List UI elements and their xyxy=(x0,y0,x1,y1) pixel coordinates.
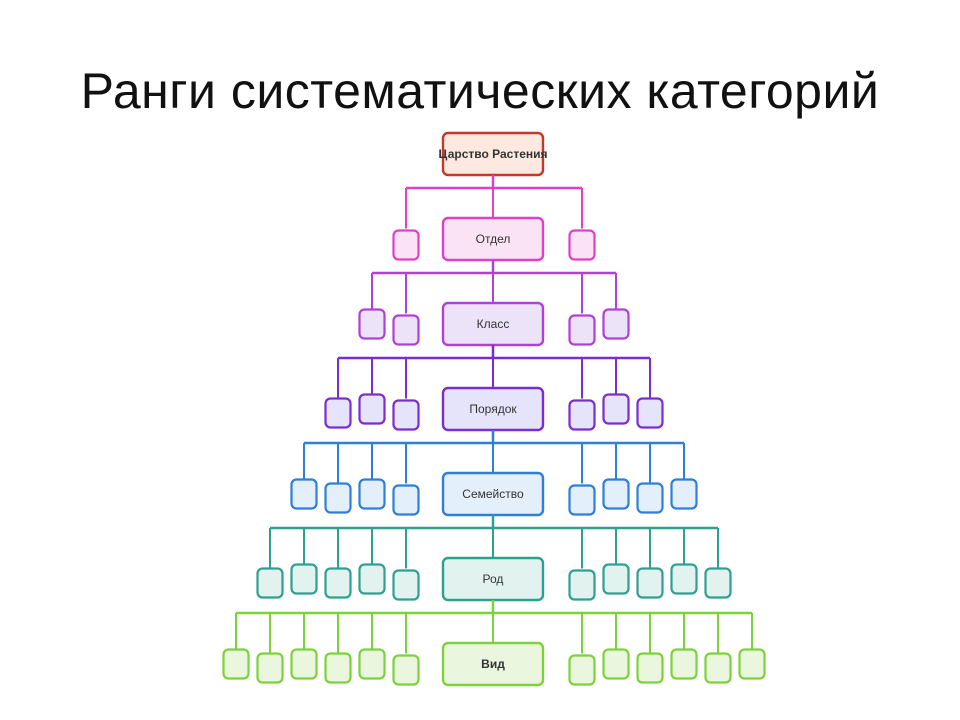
side-taxon-box xyxy=(358,648,386,680)
connector-group-level-4 xyxy=(337,345,651,399)
rank-box-level-7 xyxy=(441,641,545,687)
side-taxon-box xyxy=(568,484,596,516)
side-taxon-box xyxy=(670,648,698,680)
side-taxon-box xyxy=(568,399,596,431)
side-taxon-box xyxy=(290,648,318,680)
side-taxon-box xyxy=(324,482,352,514)
side-taxon-box xyxy=(358,478,386,510)
side-taxon-box xyxy=(392,484,420,516)
side-taxon-box xyxy=(358,308,386,340)
side-taxon-box xyxy=(324,567,352,599)
side-taxon-box xyxy=(670,563,698,595)
connector-group-level-6 xyxy=(269,515,719,569)
side-taxon-box xyxy=(256,567,284,599)
rank-label-level-2: Отдел xyxy=(476,232,511,246)
side-taxon-box xyxy=(290,478,318,510)
side-taxon-box xyxy=(324,397,352,429)
side-taxon-box xyxy=(568,654,596,686)
connector-group-level-3 xyxy=(371,260,617,314)
side-taxon-box xyxy=(358,563,386,595)
connector-group-level-5 xyxy=(303,430,685,484)
rank-label-level-1: Царство Растения xyxy=(438,147,547,161)
side-taxon-box xyxy=(568,569,596,601)
side-taxon-box xyxy=(568,229,596,261)
side-taxon-box xyxy=(392,229,420,261)
side-taxon-box xyxy=(290,563,318,595)
side-taxon-box xyxy=(602,478,630,510)
side-taxon-box xyxy=(602,393,630,425)
side-taxon-box xyxy=(568,314,596,346)
side-taxon-box xyxy=(358,393,386,425)
side-taxon-box xyxy=(392,654,420,686)
side-taxon-box xyxy=(602,648,630,680)
side-taxon-box xyxy=(636,397,664,429)
side-taxon-box xyxy=(670,478,698,510)
slide-title: Ранги систематических категорий xyxy=(80,63,880,119)
side-taxon-box xyxy=(602,563,630,595)
rank-label-level-5: Семейство xyxy=(462,487,524,501)
side-taxon-box xyxy=(392,569,420,601)
connector-group-level-2 xyxy=(405,175,583,229)
side-taxon-box xyxy=(704,567,732,599)
rank-label-level-4: Порядок xyxy=(469,402,517,416)
rank-label-level-3: Класс xyxy=(477,317,510,331)
side-taxon-box xyxy=(324,652,352,684)
side-taxon-box xyxy=(636,652,664,684)
side-taxon-box xyxy=(636,482,664,514)
side-taxon-box xyxy=(256,652,284,684)
side-taxon-box xyxy=(392,399,420,431)
rank-label-level-6: Род xyxy=(483,572,504,586)
side-taxon-box xyxy=(602,308,630,340)
side-taxon-box xyxy=(636,567,664,599)
side-taxon-box xyxy=(222,648,250,680)
side-taxon-box xyxy=(704,652,732,684)
side-taxon-box xyxy=(738,648,766,680)
rank-label-level-7: Вид xyxy=(481,657,505,671)
side-taxon-box xyxy=(392,314,420,346)
connector-group-level-7 xyxy=(235,600,753,654)
